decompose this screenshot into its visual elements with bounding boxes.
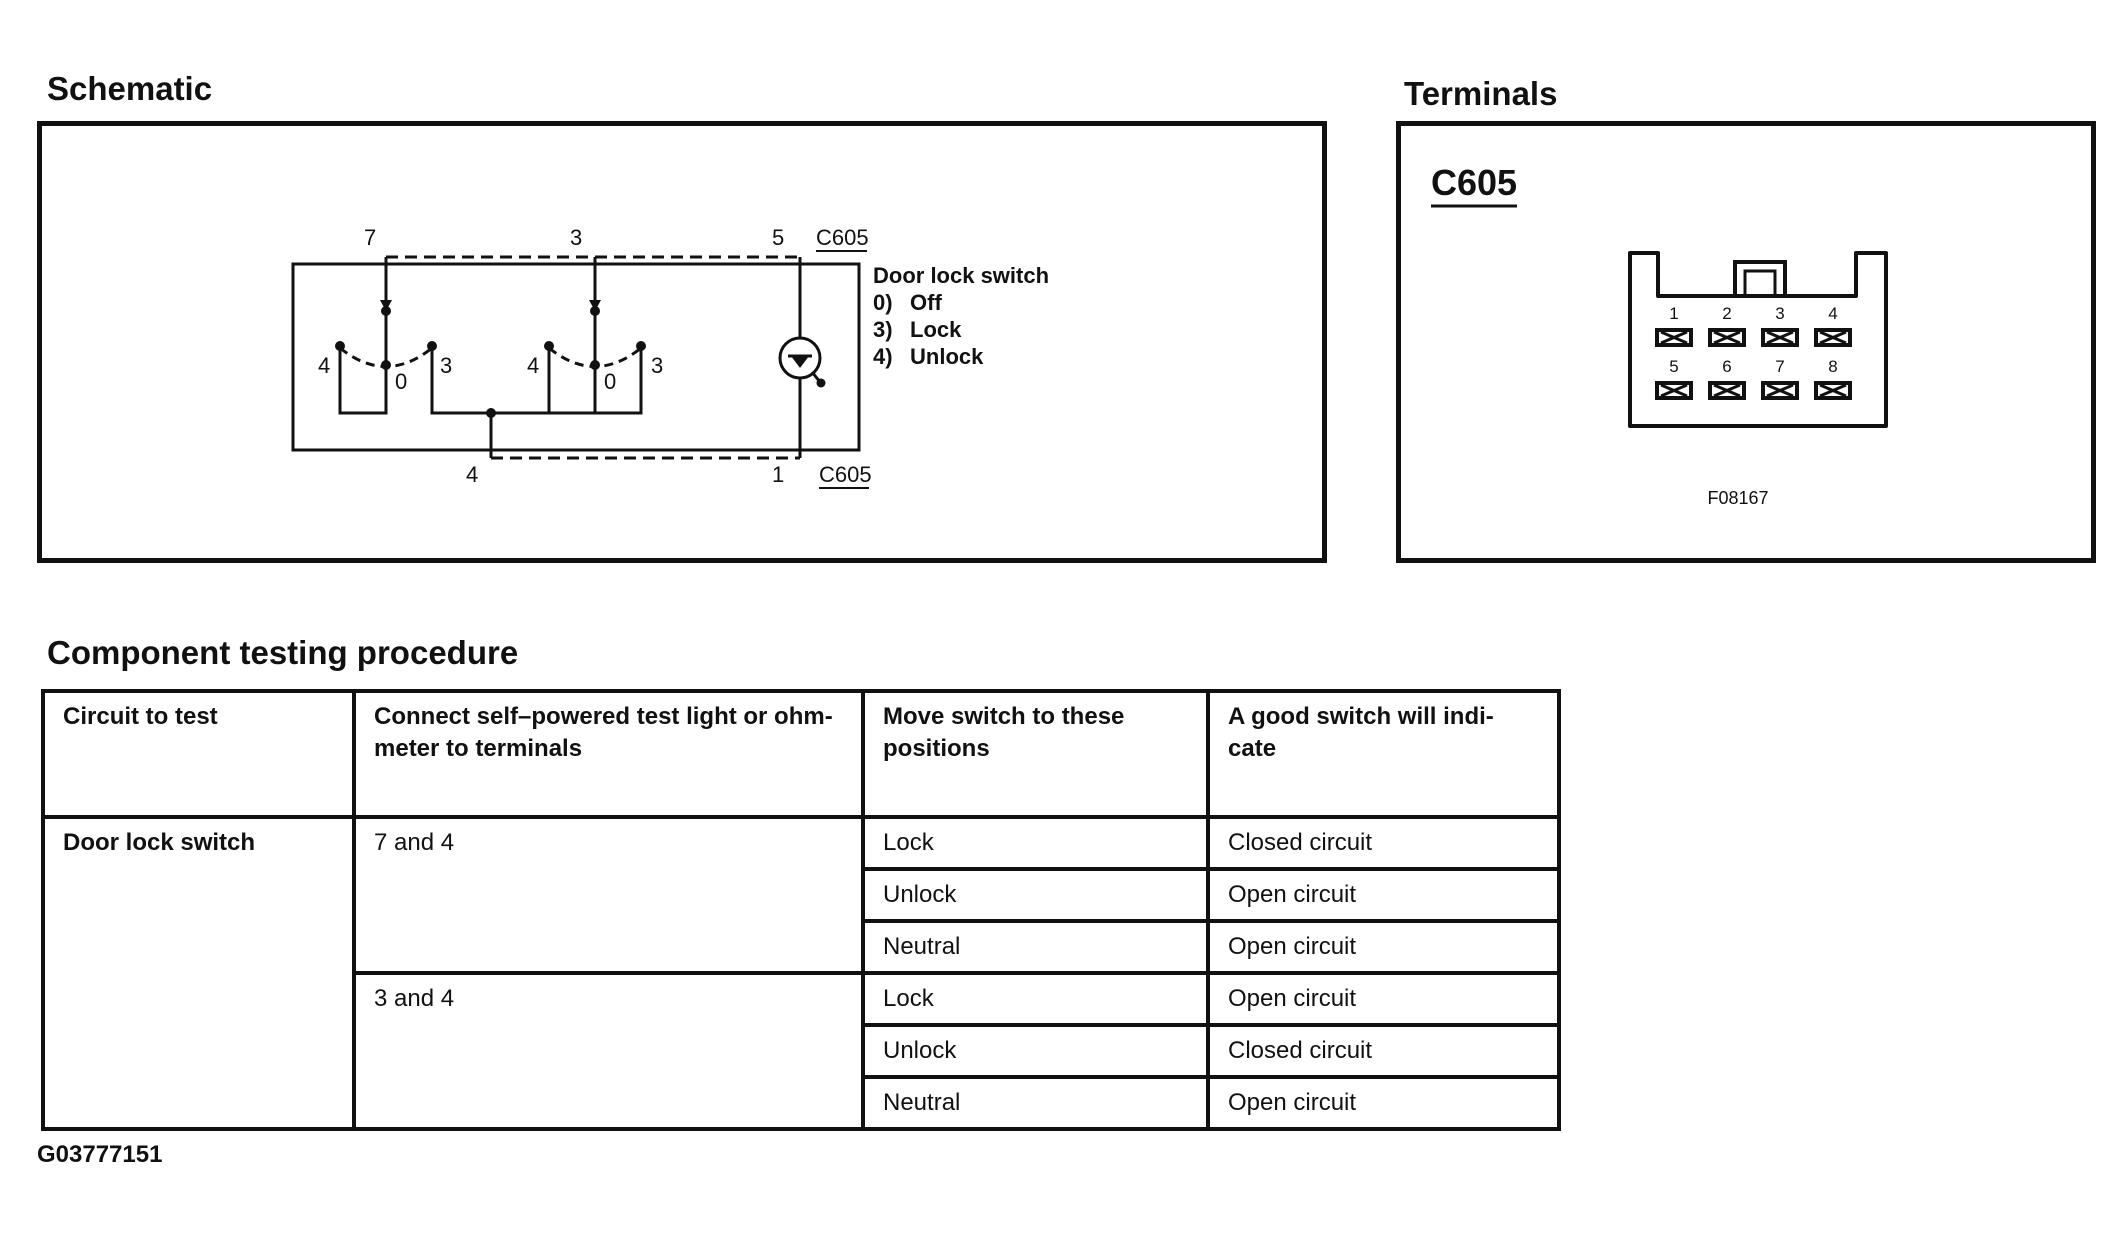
circuit-cell: Door lock switch [41,815,356,1131]
position-label: 4 [318,353,330,378]
position-cell: Neutral [861,919,1210,975]
pin-number: 7 [1775,357,1784,376]
pin-number: 6 [1722,357,1731,376]
pin-cavity [1708,381,1746,400]
result-cell: Open circuit [1206,971,1561,1027]
result-cell: Closed circuit [1206,1023,1561,1079]
pin-label-top-5: 5 [772,225,784,250]
table-row: Neutral Open circuit [43,919,1561,975]
pin-cavity [1655,328,1693,347]
schematic-panel: 7 3 5 C605 4 1 C605 4 0 3 4 0 3 Door loc… [37,121,1327,563]
terminals-cell: 7 and 4 [352,815,865,975]
switch-contact-1 [338,264,597,415]
terminals-panel: C605 1 2 3 4 5 6 7 8 F08167 [1396,121,2096,563]
connector-title: C605 [1431,162,1517,203]
column-header: Circuit to test [41,689,356,819]
result-cell: Open circuit [1206,867,1561,923]
result-cell: Closed circuit [1206,815,1561,871]
column-header: Connect self–powered test light or ohm-m… [352,689,865,819]
connector-body [1628,251,1888,428]
terminals-heading: Terminals [1404,75,1558,112]
position-cell: Lock [861,971,1210,1027]
pin-label-top-3: 3 [570,225,582,250]
result-cell: Open circuit [1206,919,1561,975]
pin-cavity [1761,328,1799,347]
position-label: 0 [604,369,616,394]
column-header: A good switch will indi-cate [1206,689,1561,819]
position-cell: Unlock [861,1023,1210,1079]
pin-number: 8 [1828,357,1837,376]
pin-number: 5 [1669,357,1678,376]
table-row: Neutral Open circuit [43,1075,1561,1131]
pin-cavity [1708,328,1746,347]
pin-number: 3 [1775,304,1784,323]
schematic-heading: Schematic [47,70,213,107]
column-header: Move switch to these positions [861,689,1210,819]
table-row: 3 and 4 Lock Open circuit [43,971,1561,1131]
pin-number: 1 [1669,304,1678,323]
result-cell: Open circuit [1206,1075,1561,1131]
pin-label-top-7: 7 [364,225,376,250]
switch-housing [291,262,861,452]
pin-number: 4 [1828,304,1837,323]
position-cell: Neutral [861,1075,1210,1131]
pin-number: 2 [1722,304,1731,323]
legend-title: Door lock switch [873,263,1049,288]
pin-cavity [1814,381,1852,400]
pin-label-bottom-4: 4 [466,462,478,487]
position-cell: Lock [861,815,1210,871]
connector-label-top: C605 [816,225,869,250]
pin-cavity [1814,328,1852,347]
table-row: Door lock switch 7 and 4 Lock Closed cir… [41,815,1561,1131]
reference-id: G03777151 [37,1141,163,1168]
table-header-row: Circuit to test Connect self–powered tes… [41,689,1561,819]
legend-num: 0) [873,290,893,315]
connector-label-bottom: C605 [819,462,872,487]
terminals-cell: 3 and 4 [352,971,865,1131]
pin-grid: 1 2 3 4 5 6 7 8 [1655,304,1852,400]
table-row: Unlock Closed circuit [43,1023,1561,1079]
position-label: 4 [527,353,539,378]
table-row: Unlock Open circuit [43,867,1561,923]
legend-label: Unlock [910,344,984,369]
schematic-diagram: 7 3 5 C605 4 1 C605 4 0 3 4 0 3 Door loc… [291,225,1049,489]
pin-cavity [1761,381,1799,400]
legend-num: 4) [873,344,893,369]
pin-cavity [1655,381,1693,400]
position-label: 0 [395,369,407,394]
legend-label: Off [910,290,942,315]
position-label: 3 [440,353,452,378]
position-label: 3 [651,353,663,378]
position-cell: Unlock [861,867,1210,923]
connector-latch [1733,260,1787,298]
connector-face-diagram: C605 1 2 3 4 5 6 7 8 F08167 [1431,162,1888,508]
procedure-table: Circuit to test Connect self–powered tes… [41,689,1561,1131]
indicator-lamp [778,264,826,450]
switch-contact-2 [491,264,643,415]
pin-label-bottom-1: 1 [772,462,784,487]
legend-label: Lock [910,317,962,342]
procedure-heading: Component testing procedure [47,634,519,671]
figure-id: F08167 [1707,488,1768,508]
legend-num: 3) [873,317,893,342]
